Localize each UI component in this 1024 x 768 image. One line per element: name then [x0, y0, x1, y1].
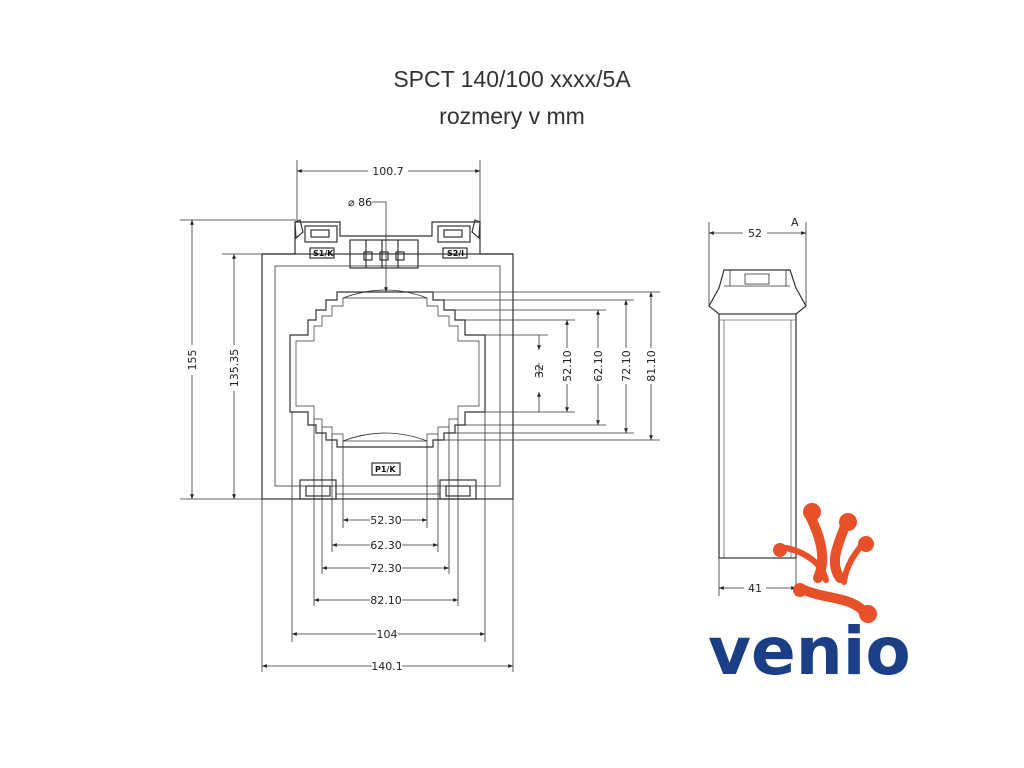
dim-height-body: 135.35 [228, 349, 241, 388]
drawing-subtitle: rozmery v mm [439, 103, 585, 129]
screw-1 [363, 251, 373, 261]
label-box-s1 [309, 247, 335, 259]
dim-side-depth-bottom: 41 [748, 582, 762, 595]
terminal-s2-label: S2/l [447, 249, 464, 258]
side-marker-a: A [791, 216, 799, 229]
side-body [718, 313, 797, 559]
dim-side-depth-top: 52 [748, 227, 762, 240]
lug-left [294, 219, 304, 240]
side-view [708, 269, 807, 559]
venio-logo-mark [783, 511, 871, 619]
terminal-slot-left [310, 229, 330, 238]
screw-3 [395, 251, 405, 261]
screw-2 [379, 251, 389, 261]
dim-bottom-82-10: 82.10 [370, 594, 402, 607]
drawing-title: SPCT 140/100 xxxx/5A [393, 66, 631, 92]
terminal-slot-right [443, 229, 463, 238]
terminal-s1-label: S1/K [313, 249, 334, 258]
front-dimension-lines [180, 160, 660, 672]
window-arc-bottom [342, 432, 428, 442]
dim-right-62-10: 62.10 [592, 350, 605, 382]
dim-bottom-62-30: 62.30 [370, 539, 402, 552]
front-dimension-labels: 100.7 ⌀ 86 155 135.35 32 52.10 62.10 72.… [186, 165, 658, 673]
side-top-clamp [708, 269, 807, 315]
dim-bottom-140-1: 140.1 [371, 660, 403, 673]
venio-logo: venio [708, 503, 911, 690]
front-view [261, 219, 514, 500]
center-terminal-block [349, 239, 419, 269]
foot-left [299, 479, 337, 500]
window-inner-step [295, 297, 480, 442]
window-arc-top [342, 289, 428, 299]
window-opening [289, 291, 486, 448]
dim-top-width: 100.7 [372, 165, 404, 178]
label-box-s2 [442, 247, 468, 259]
dim-bottom-52-30: 52.30 [370, 514, 402, 527]
housing-outline [261, 253, 514, 500]
dim-height-total: 155 [186, 350, 199, 371]
label-box-p1 [371, 462, 401, 476]
dim-right-81-10: 81.10 [645, 350, 658, 382]
terminal-p1-label: P1/K [375, 465, 396, 474]
dim-bottom-72-30: 72.30 [370, 562, 402, 575]
venio-logo-text: venio [708, 613, 911, 690]
dim-right-32: 32 [533, 364, 546, 378]
dim-bottom-104: 104 [377, 628, 398, 641]
dim-right-52-10: 52.10 [561, 350, 574, 382]
lug-right [471, 219, 481, 240]
terminal-box-right [437, 225, 471, 243]
side-dimension-lines [708, 222, 807, 596]
housing-inner-outline [274, 265, 501, 487]
top-flange [262, 221, 513, 255]
terminal-box-left [304, 225, 338, 243]
dim-window-diameter: ⌀ 86 [348, 196, 372, 209]
dim-right-72-10: 72.10 [620, 350, 633, 382]
